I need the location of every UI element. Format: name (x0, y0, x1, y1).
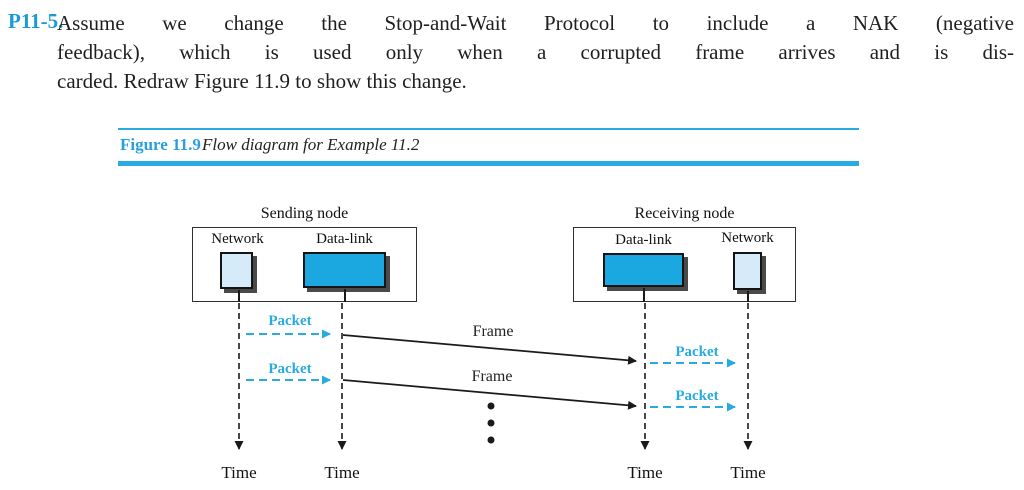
figure-thin-rule (118, 128, 859, 130)
receiver-network-box (733, 252, 762, 290)
receiver-network-label: Network (721, 230, 774, 246)
frame-label: Frame (471, 368, 513, 385)
frame-label: Frame (472, 323, 514, 340)
receiver-datalink-box (603, 253, 684, 287)
problem-text-line: feedback), which is used only when a cor… (57, 40, 1014, 64)
packet-label: Packet (675, 344, 719, 360)
packet-label: Packet (268, 361, 312, 377)
sender-network-box (220, 252, 253, 289)
time-label: Time (324, 463, 360, 482)
sending-node-title: Sending node (260, 205, 349, 222)
packet-label: Packet (675, 388, 719, 404)
receiving-node-title: Receiving node (634, 205, 735, 222)
sender-datalink-label: Data-link (316, 231, 373, 247)
sender-network-label: Network (211, 231, 264, 247)
problem-text: Assume we change the Stop-and-Wait Proto… (57, 9, 1014, 96)
figure-label: Figure 11.9 (120, 135, 201, 154)
problem-text-line: carded. Redraw Figure 11.9 to show this … (57, 69, 467, 93)
frame-arrow-2 (342, 379, 637, 410)
figure-thick-rule (118, 161, 859, 166)
figure-caption: Flow diagram for Example 11.2 (202, 135, 420, 154)
time-label: Time (730, 463, 766, 482)
packet-label: Packet (268, 313, 312, 329)
problem-text-line: Assume we change the Stop-and-Wait Proto… (57, 11, 1014, 35)
time-label: Time (221, 463, 257, 482)
layer-stub-lines (238, 288, 749, 302)
time-label: Time (627, 463, 663, 482)
problem-number: P11-5. (8, 9, 64, 33)
frame-arrow-1 (342, 334, 637, 365)
receiver-datalink-label: Data-link (615, 232, 672, 248)
sender-datalink-box (303, 252, 386, 288)
ellipsis-dots (487, 402, 495, 444)
